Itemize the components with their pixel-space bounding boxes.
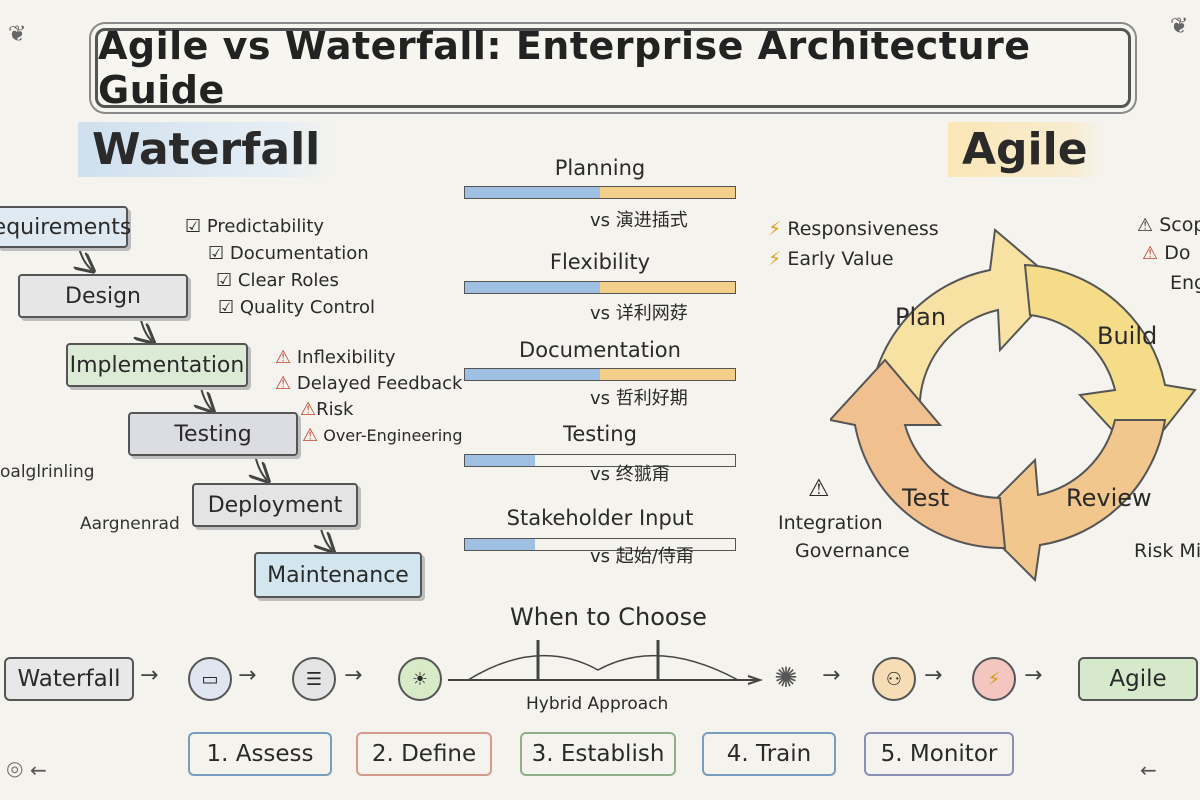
- comparison-bar: [464, 368, 736, 381]
- comparison-bar: [464, 538, 736, 551]
- comparison-bar: [464, 281, 736, 294]
- comparison-label: Flexibility: [549, 250, 651, 274]
- phase-assess: 1. Assess: [188, 732, 332, 776]
- step-implementation: Implementation: [66, 343, 248, 387]
- lightning-bolt-icon: ⚡: [768, 218, 782, 240]
- team-icon: ⚇: [872, 657, 916, 701]
- comparison-vs: vs 详利网䒵: [590, 303, 688, 324]
- cycle-arrow-review: [973, 419, 1167, 583]
- agile-pill: Agile: [1078, 657, 1198, 701]
- arrow-left-icon: ←: [1140, 758, 1157, 782]
- tangle-icon: ✺: [774, 660, 798, 694]
- comparison-label: Testing: [563, 422, 637, 446]
- pro-item: ☑ Quality Control: [218, 297, 375, 318]
- comparison-label: Documentation: [519, 338, 681, 362]
- side-label: oalglrinling: [0, 462, 95, 482]
- comparison-vs: vs 哲利好期: [590, 388, 688, 409]
- step-deployment: Deployment: [192, 483, 358, 527]
- step-testing: Testing: [128, 412, 298, 456]
- phase-establish: 3. Establish: [520, 732, 676, 776]
- lightbulb-icon: ☀: [398, 657, 442, 701]
- phase-monitor: 5. Monitor: [864, 732, 1014, 776]
- con-item: ⚠ Delayed Feedback: [275, 373, 463, 394]
- document-icon: ☰: [292, 657, 336, 701]
- pro-item: ☑ Clear Roles: [216, 270, 339, 291]
- waterfall-heading: Waterfall: [78, 122, 335, 177]
- waterfall-pill: Waterfall: [4, 657, 134, 701]
- cycle-arrow-build: [1023, 263, 1197, 462]
- warning-triangle-icon: ⚠: [1137, 215, 1154, 236]
- bridge-icon: [448, 640, 764, 685]
- cycle-arrow-test: [830, 358, 1007, 550]
- flow-arrow: [320, 524, 332, 550]
- flow-arrow: [200, 383, 212, 410]
- checkbox-check-icon: ☑: [216, 270, 233, 291]
- agile-pro-item: ⚡ Responsiveness: [768, 218, 939, 240]
- con-item: ⚠ Inflexibility: [275, 347, 396, 368]
- decorative-swirl-icon: ◎: [6, 756, 24, 780]
- lightning-bolt-icon: ⚡: [768, 248, 782, 270]
- page-title: Agile vs Waterfall: Enterprise Architect…: [98, 24, 1031, 112]
- comparison-label: Planning: [554, 156, 646, 180]
- checkbox-check-icon: ☑: [208, 243, 225, 264]
- arrow-right-icon: →: [822, 663, 841, 688]
- agile-note: Governance: [795, 540, 910, 562]
- step-maintenance: Maintenance: [254, 552, 422, 598]
- comparison-vs: vs 终䎉甭: [590, 464, 670, 485]
- arrow-right-icon: →: [140, 663, 159, 688]
- warning-triangle-icon: ⚠: [275, 373, 292, 394]
- comparison-vs: vs 演进插式: [590, 210, 688, 231]
- step-design: Design: [18, 274, 188, 318]
- warning-triangle-icon: ⚠: [275, 347, 292, 368]
- checkbox-check-icon: ☑: [185, 216, 202, 237]
- comparison-vs: vs 起始/侍甭: [590, 546, 694, 567]
- corner-flourish-icon: ❦: [1170, 14, 1189, 39]
- cycle-arrow-plan: [868, 228, 1062, 401]
- agile-risk-note: Risk Mi: [1134, 540, 1200, 562]
- phase-define: 2. Define: [356, 732, 492, 776]
- con-item: ⚠ Over-Engineering: [302, 425, 463, 446]
- flow-arrow: [255, 454, 267, 480]
- monitor-icon: ▭: [188, 657, 232, 701]
- comparison-label: Stakeholder Input: [506, 506, 694, 530]
- con-item: ⚠Risk: [300, 399, 354, 420]
- title-banner: Agile vs Waterfall: Enterprise Architect…: [95, 24, 1131, 112]
- warning-triangle-icon: ⚠: [808, 474, 830, 502]
- flow-arrow: [140, 315, 152, 341]
- warning-triangle-icon: ⚠: [300, 399, 317, 420]
- agile-note: Integration: [778, 512, 883, 534]
- agile-heading: Agile: [948, 122, 1102, 177]
- comparison-bar: [464, 186, 736, 199]
- agile-con-item: ⚠ Do: [1142, 242, 1191, 264]
- warning-triangle-icon: ⚠: [1142, 243, 1159, 264]
- cycle-label-build: Build: [1097, 322, 1158, 350]
- cycle-label-review: Review: [1066, 484, 1152, 512]
- arrow-left-icon: ←: [30, 758, 47, 782]
- bridge-label: Hybrid Approach: [526, 694, 669, 714]
- arrow-right-icon: →: [344, 663, 363, 688]
- lightning-bolt-icon: ⚡: [972, 657, 1016, 701]
- pro-item: ☑ Documentation: [208, 243, 369, 264]
- agile-pro-item: ⚡ Early Value: [768, 248, 894, 270]
- checkbox-check-icon: ☑: [218, 297, 235, 318]
- pro-item: ☑ Predictability: [185, 216, 325, 237]
- agile-con-item: Eng: [1170, 272, 1200, 294]
- arrow-right-icon: →: [1024, 663, 1043, 688]
- agile-cycle: [830, 228, 1197, 583]
- arrow-right-icon: →: [238, 663, 257, 688]
- cycle-label-test: Test: [902, 484, 950, 512]
- comparison-bar: [464, 454, 736, 467]
- agile-con-item: ⚠ Scop: [1137, 214, 1200, 236]
- when-to-choose-heading: When to Choose: [510, 603, 707, 631]
- corner-flourish-icon: ❦: [8, 22, 27, 47]
- cycle-label-plan: Plan: [895, 303, 947, 331]
- warning-triangle-icon: ⚠: [302, 425, 319, 446]
- step-requirements: equirements: [0, 206, 131, 248]
- side-label: Aargnenrad: [80, 514, 180, 534]
- arrow-right-icon: →: [924, 663, 943, 688]
- phase-train: 4. Train: [702, 732, 836, 776]
